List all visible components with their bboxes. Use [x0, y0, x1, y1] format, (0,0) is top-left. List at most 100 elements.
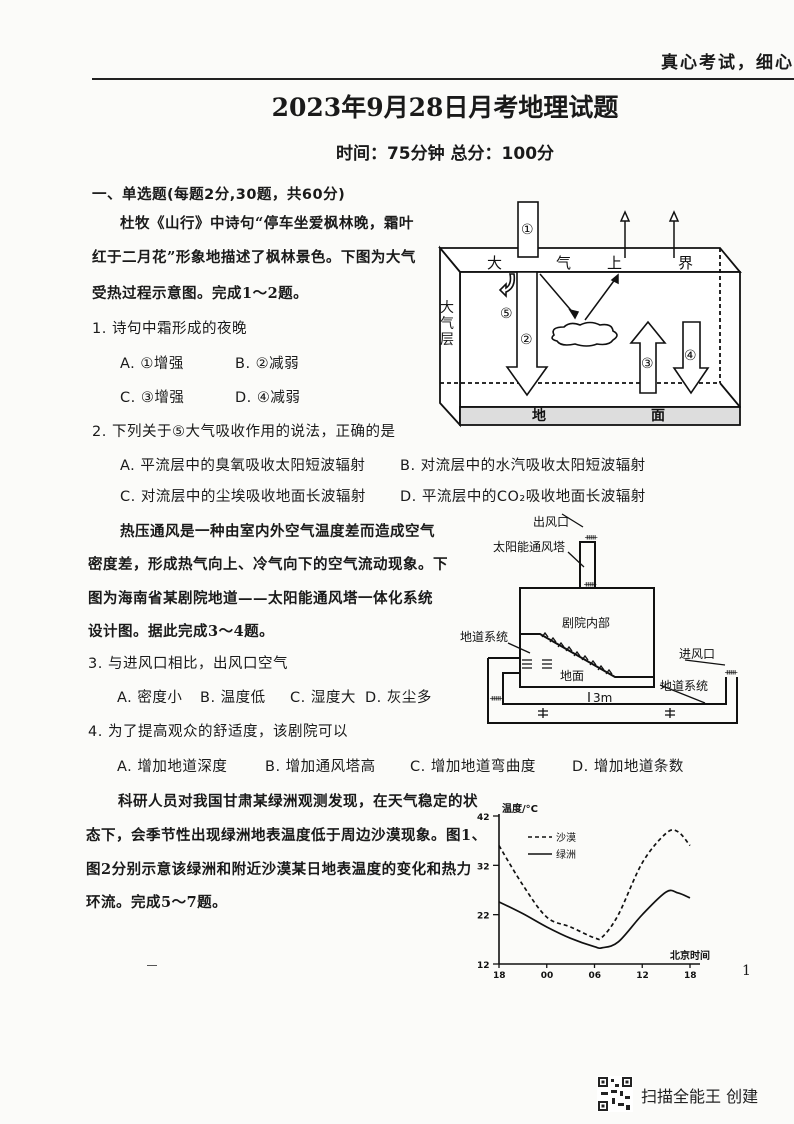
q2-option-d[interactable]: D. 平流层中的CO₂吸收地面长波辐射	[400, 489, 646, 505]
q4-option-a[interactable]: A. 增加地道深度	[117, 759, 228, 775]
q1-option-b[interactable]: B. ②减弱	[235, 356, 300, 372]
tunnel-inner	[502, 672, 727, 705]
page-number: 1	[742, 963, 751, 979]
theater-building	[519, 587, 655, 688]
legend-oasis: 绿洲	[556, 848, 576, 861]
y-axis-label: 温度/°C	[502, 802, 538, 815]
ventilation-system-diagram: ᚔ ᚔ ᚔ ᚔ 出风口 太阳能通风塔 剧院内部 地道系统 地面 3m 进风口 地…	[460, 513, 738, 724]
atmosphere-top-face	[438, 247, 742, 273]
passage1-line: 杜牧《山行》中诗句“停车坐爱枫林晚，霜叶	[120, 215, 414, 232]
label-top: 界	[678, 254, 693, 272]
q4-option-c[interactable]: C. 增加地道弯曲度	[410, 759, 536, 775]
q4-option-b[interactable]: B. 增加通风塔高	[265, 759, 376, 775]
x-tick-label: 12	[636, 971, 649, 981]
vent-icon: ᚔ	[583, 580, 597, 590]
marker-5: ⑤	[500, 306, 513, 322]
tunnel-outer	[487, 658, 738, 724]
label-ground: 地	[532, 407, 546, 424]
reflect-arrowhead	[610, 273, 619, 285]
label-top: 大	[487, 254, 502, 272]
label-interior: 剧院内部	[562, 615, 610, 630]
passage3-line: 环流。完成5～7题。	[86, 894, 228, 911]
label-atmosphere-layer: 大气层	[440, 300, 454, 348]
q3-option-d[interactable]: D. 灰尘多	[365, 690, 432, 706]
q2-option-c[interactable]: C. 对流层中的尘埃吸收地面长波辐射	[120, 489, 366, 505]
label-tunnel-left: 地道系统	[460, 630, 508, 644]
arrow-1-solar-radiation	[517, 201, 539, 258]
q4-option-d[interactable]: D. 增加地道条数	[572, 759, 684, 775]
page-subtitle: 时间：75分钟 总分：100分	[335, 144, 555, 164]
section-heading: 一、单选题(每题2分,30题，共60分)	[92, 187, 346, 203]
arrow-5-absorption	[498, 273, 516, 298]
passage2-line: 热压通风是一种由室内外空气温度差而造成空气	[120, 523, 435, 540]
arrow-2-reaching-ground	[505, 271, 549, 397]
seating-slope	[520, 633, 654, 678]
atmosphere-heating-diagram: 大 气 上 界 地 面 ① ② ③ ④ ⑤ 大气层	[438, 201, 742, 428]
airflow-arrows	[541, 631, 613, 675]
vent-icon: ᚔ	[584, 533, 598, 543]
passage2-line: 图为海南省某剧院地道——太阳能通风塔一体化系统	[88, 590, 433, 607]
escape-arrowhead	[668, 210, 680, 222]
marker-2: ②	[520, 332, 533, 348]
series-line-desert	[498, 828, 691, 941]
ground-strip	[459, 406, 741, 426]
header-motto: 真心考试，细心	[661, 53, 794, 73]
airflow-arrows	[538, 708, 675, 718]
solar-ventilation-tower	[579, 541, 596, 589]
vent-icon: ᚔ	[724, 668, 738, 678]
footer-scanner-credit: 扫描全能王 创建	[641, 1087, 759, 1106]
passage1-line: 红于二月花”形象地描述了枫林景色。下图为大气	[92, 249, 416, 266]
passage2-line: 密度差，形成热气向上、冷气向下的空气流动现象。下	[88, 556, 448, 573]
passage3-line: 科研人员对我国甘肃某绿洲观测发现，在天气稳定的状	[118, 793, 478, 810]
question-1: 1. 诗句中霜形成的夜晚	[92, 321, 247, 337]
x-tick-label: 18	[684, 971, 697, 981]
question-2: 2. 下列关于⑤大气吸收作用的说法，正确的是	[92, 424, 396, 440]
q1-option-c[interactable]: C. ③增强	[120, 390, 185, 406]
airflow-arrows	[522, 659, 552, 669]
label-inlet: 进风口	[679, 647, 715, 661]
passage3-line: 图2分别示意该绿洲和附近沙漠某日地表温度的变化和热力	[86, 861, 472, 878]
y-tick-label: 12	[477, 961, 490, 971]
label-tunnel-right: 地道系统	[660, 679, 708, 693]
reflect-arrowhead	[568, 308, 580, 320]
qr-code-icon	[597, 1076, 633, 1112]
series-line-oasis	[498, 889, 691, 950]
question-4: 4. 为了提高观众的舒适度，该剧院可以	[88, 724, 348, 740]
passage1-line: 受热过程示意图。完成1～2题。	[92, 285, 309, 302]
arrow-4-atmospheric-counter-radiation	[672, 321, 710, 395]
label-top: 上	[607, 254, 622, 272]
q3-option-b[interactable]: B. 温度低	[200, 690, 266, 706]
label-outlet: 出风口	[533, 515, 569, 529]
y-tick-label: 42	[477, 813, 490, 823]
stray-mark	[147, 965, 157, 966]
q2-option-b[interactable]: B. 对流层中的水汽吸收太阳短波辐射	[400, 458, 646, 474]
passage3-line: 态下，会季节性出现绿洲地表温度低于周边沙漠现象。图1、	[86, 827, 487, 844]
label-top: 气	[556, 254, 571, 272]
marker-3: ③	[641, 356, 654, 372]
marker-4: ④	[684, 348, 697, 364]
page-title: 2023年9月28日月考地理试题	[271, 93, 619, 122]
q2-option-a[interactable]: A. 平流层中的臭氧吸收太阳短波辐射	[120, 458, 366, 474]
label-ground: 面	[651, 408, 665, 424]
q3-option-c[interactable]: C. 湿度大	[290, 690, 356, 706]
passage2-line: 设计图。据此完成3～4题。	[88, 623, 275, 640]
y-tick-label: 22	[477, 912, 490, 922]
q3-option-a[interactable]: A. 密度小	[117, 690, 183, 706]
q1-option-d[interactable]: D. ④减弱	[235, 390, 301, 406]
x-tick-label: 06	[589, 971, 602, 981]
label-tower: 太阳能通风塔	[493, 539, 565, 554]
label-ground: 地面	[560, 669, 584, 683]
x-axis-label: 北京时间	[670, 949, 710, 962]
label-depth: 3m	[593, 691, 612, 705]
legend-desert: 沙漠	[556, 832, 576, 844]
x-tick-label: 00	[541, 971, 554, 981]
arrow-3-ground-radiation	[629, 320, 667, 394]
cloud-icon	[551, 321, 618, 347]
marker-1: ①	[521, 222, 534, 238]
header-rule	[92, 78, 794, 80]
q1-option-a[interactable]: A. ①增强	[120, 356, 184, 372]
y-tick-label: 32	[477, 862, 490, 872]
escape-arrowhead	[619, 210, 631, 222]
vent-icon: ᚔ	[489, 694, 503, 704]
